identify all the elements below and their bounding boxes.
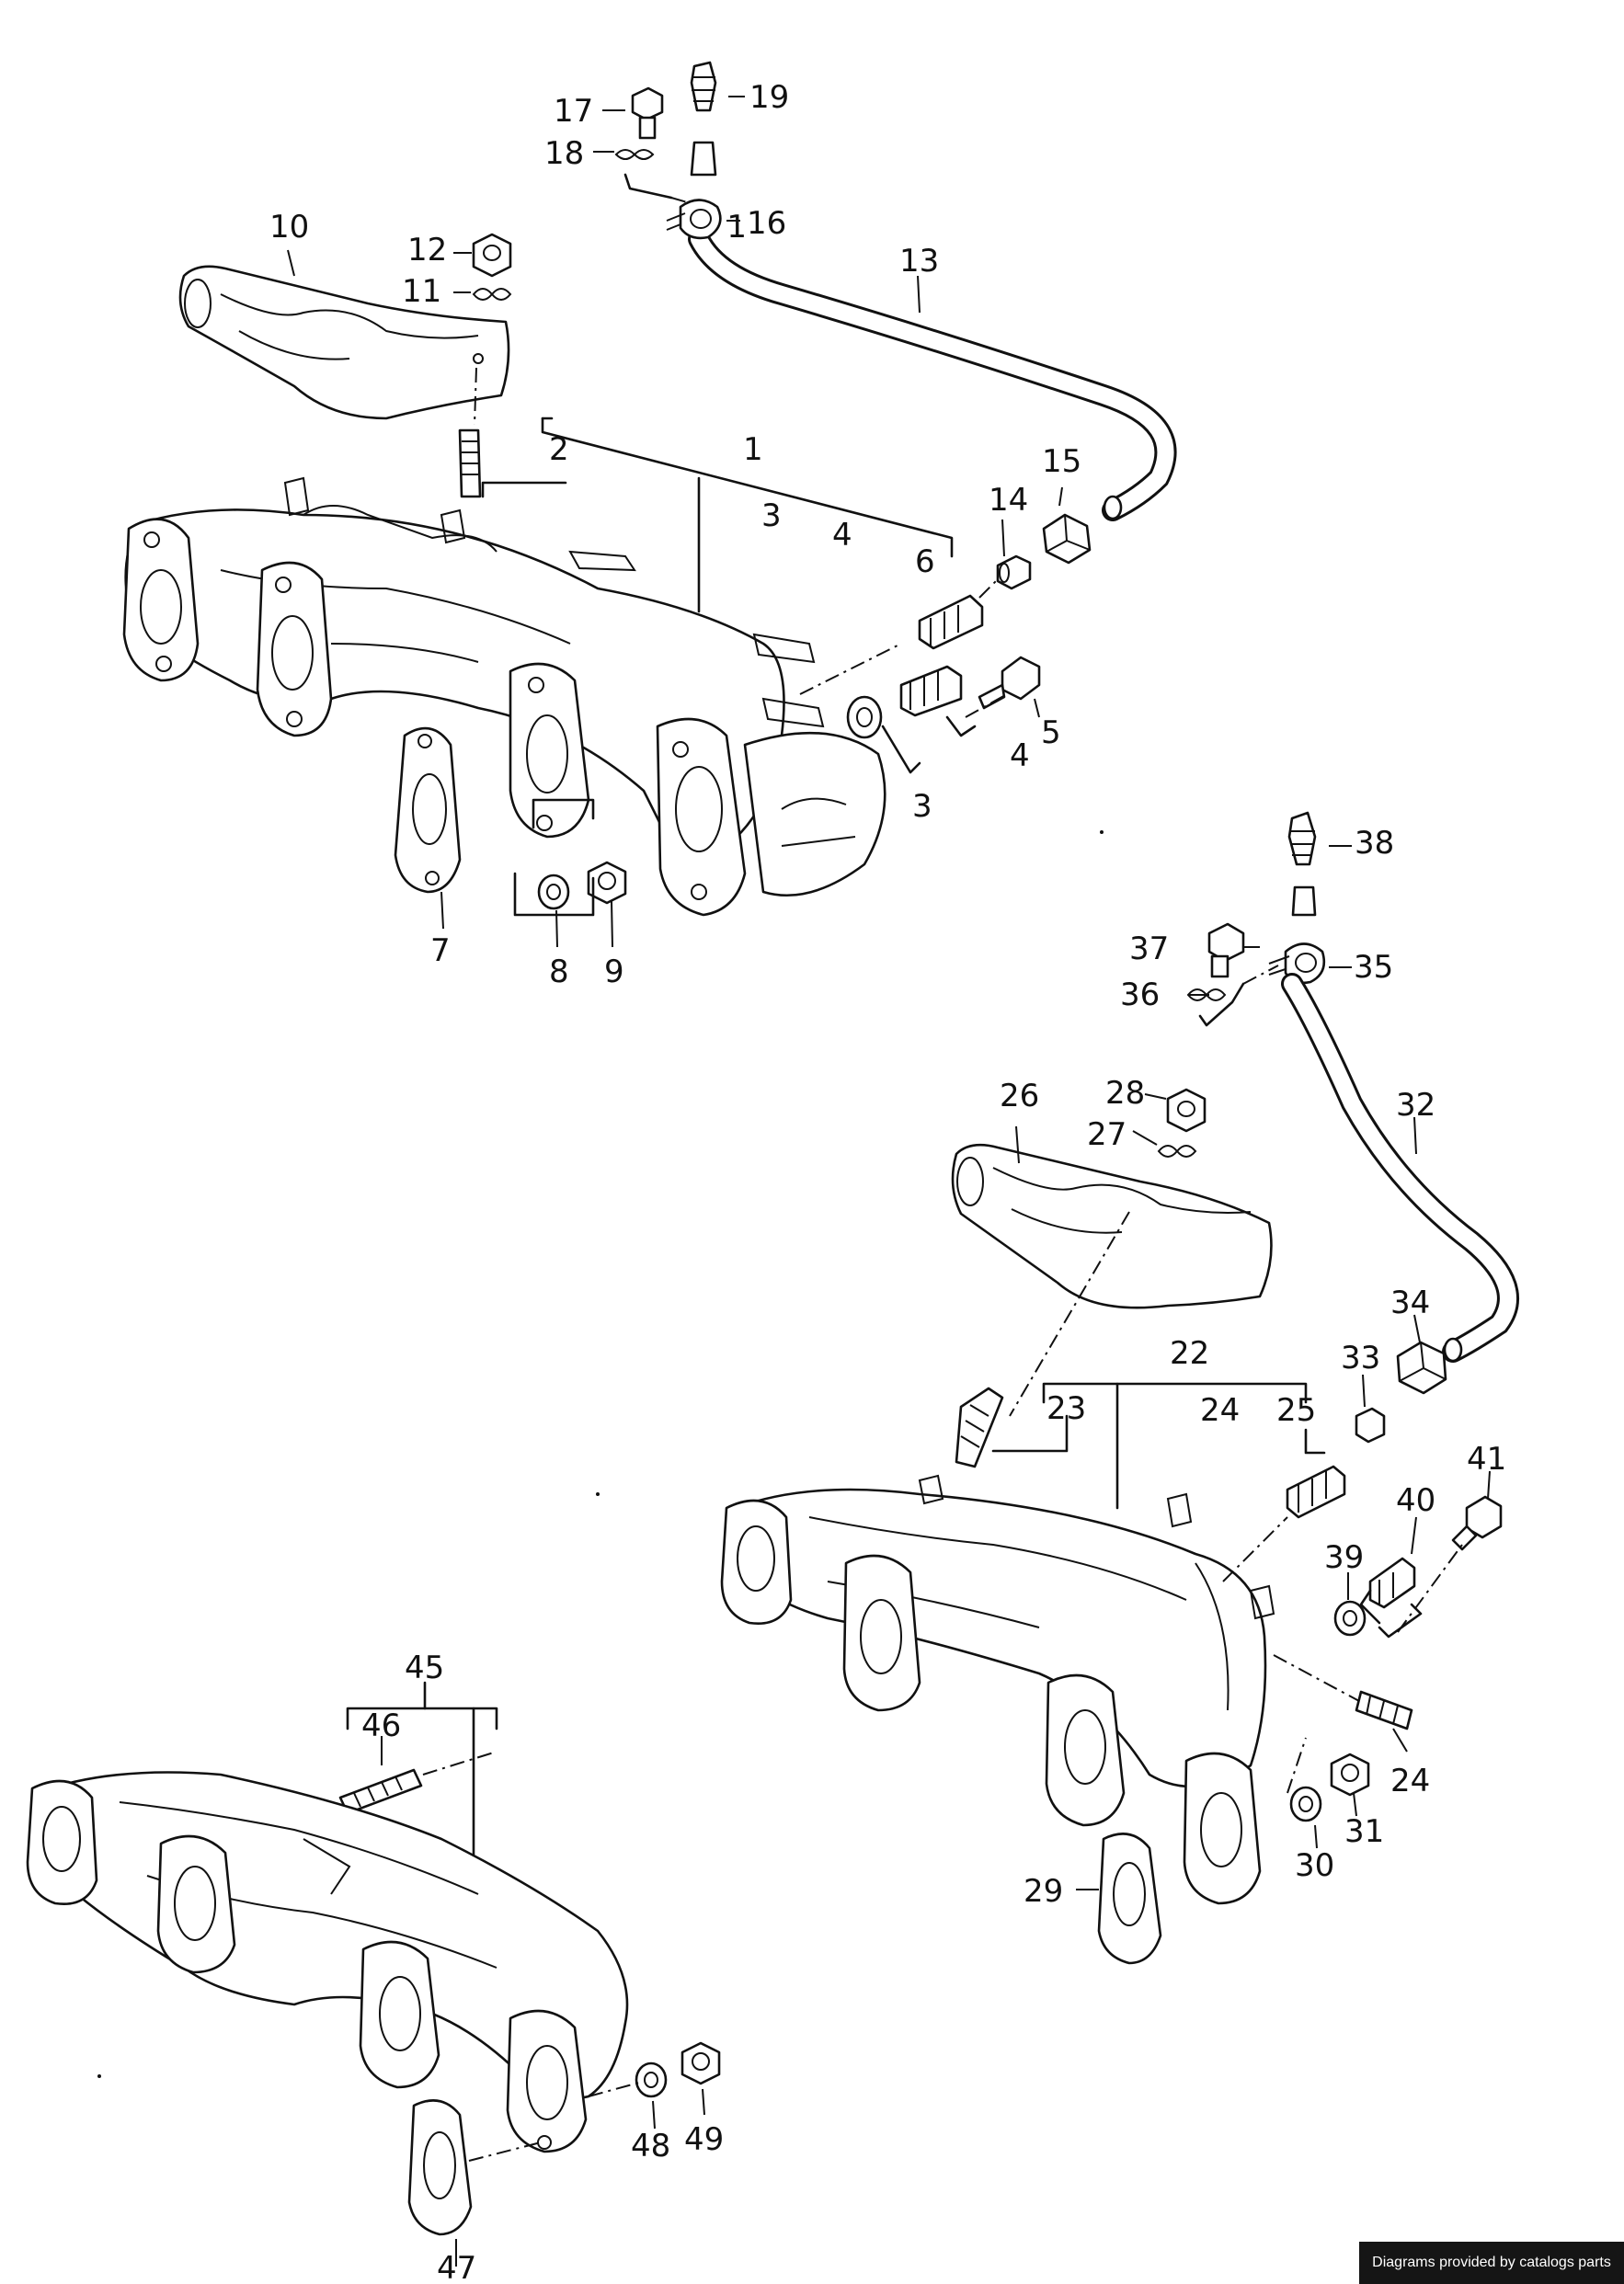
union-40 xyxy=(1368,1557,1416,1609)
union-25 xyxy=(1286,1465,1346,1519)
callout-2: 2 xyxy=(549,431,569,468)
credit-badge: Diagrams provided by catalogs parts xyxy=(1359,2242,1624,2284)
callout-31: 31 xyxy=(1344,1813,1384,1850)
stud-24 xyxy=(1355,1690,1413,1730)
callout-47: 47 xyxy=(437,2250,476,2284)
pipe-13 xyxy=(688,228,1177,521)
callout-39: 39 xyxy=(1324,1539,1364,1576)
connector-19 xyxy=(690,61,717,112)
bolt-41 xyxy=(1451,1495,1503,1551)
callout-25: 25 xyxy=(1276,1392,1316,1429)
adapter-14 xyxy=(996,554,1032,590)
callout-28: 28 xyxy=(1105,1075,1145,1112)
nut-31 xyxy=(1330,1753,1370,1797)
gasket-29 xyxy=(1097,1833,1162,1965)
callout-11: 11 xyxy=(402,273,441,310)
nut-12 xyxy=(472,233,512,278)
washer-8 xyxy=(537,874,570,910)
callout-46: 46 xyxy=(361,1707,401,1744)
stud xyxy=(458,428,482,498)
callout-24: 24 xyxy=(1200,1392,1240,1429)
adapter-33 xyxy=(1355,1407,1386,1444)
callout-5: 5 xyxy=(1041,714,1061,751)
washer-3 xyxy=(846,695,883,739)
callout-3: 3 xyxy=(912,788,932,825)
callout-23: 23 xyxy=(1046,1390,1086,1427)
exhaust-manifold-22 xyxy=(720,1474,1275,1905)
pipe-32 xyxy=(1281,973,1519,1363)
washer-18 xyxy=(614,149,655,160)
callout-35: 35 xyxy=(1354,949,1393,986)
heat-shield-10 xyxy=(178,265,510,420)
exhaust-manifold-45 xyxy=(26,1771,629,2153)
washer-39 xyxy=(1333,1600,1367,1637)
callout-24: 24 xyxy=(1390,1763,1430,1799)
callout-45: 45 xyxy=(405,1650,444,1686)
washer-36 xyxy=(1186,988,1227,1001)
union-4 xyxy=(899,665,963,717)
callout-26: 26 xyxy=(1000,1078,1039,1114)
callout-38: 38 xyxy=(1355,825,1394,862)
bolt-17 xyxy=(631,86,664,140)
nut-49 xyxy=(680,2041,721,2085)
washer-11 xyxy=(472,288,512,301)
union-6 xyxy=(918,594,984,650)
nut-34 xyxy=(1396,1341,1447,1395)
stud-46 xyxy=(338,1768,423,1815)
heat-shield-26 xyxy=(951,1143,1273,1309)
callout-12: 12 xyxy=(407,232,447,268)
gasket-47 xyxy=(407,2099,473,2236)
callout-15: 15 xyxy=(1042,443,1081,480)
callout-30: 30 xyxy=(1295,1847,1334,1884)
washer-30 xyxy=(1289,1786,1322,1822)
callout-40: 40 xyxy=(1396,1482,1435,1519)
callout-6: 6 xyxy=(915,543,935,580)
callout-19: 19 xyxy=(749,79,789,116)
bolt-37 xyxy=(1207,922,1245,978)
callout-37: 37 xyxy=(1129,931,1169,967)
callout-7: 7 xyxy=(430,932,451,969)
callout-41: 41 xyxy=(1467,1441,1506,1478)
callout-33: 33 xyxy=(1341,1340,1380,1376)
callout-27: 27 xyxy=(1087,1116,1127,1153)
callout-49: 49 xyxy=(684,2121,724,2158)
connector-38 xyxy=(1287,811,1317,866)
callout-17: 17 xyxy=(554,93,593,130)
callout-4: 4 xyxy=(832,517,852,554)
callout-36: 36 xyxy=(1120,976,1160,1013)
washer-27 xyxy=(1157,1145,1197,1158)
callout-3: 3 xyxy=(761,497,782,534)
callout-8: 8 xyxy=(549,954,569,990)
callout-34: 34 xyxy=(1390,1285,1430,1321)
callout-13: 13 xyxy=(899,243,939,280)
callout-4: 4 xyxy=(1010,737,1030,774)
clip-35 xyxy=(1268,942,1326,985)
callout-48: 48 xyxy=(631,2128,670,2164)
nut-9 xyxy=(587,861,627,905)
callout-1: 1 xyxy=(743,431,763,468)
callout-22: 22 xyxy=(1170,1335,1209,1372)
clip-16 xyxy=(666,199,722,240)
callout-1: 1 xyxy=(726,209,747,246)
bolt-5 xyxy=(978,656,1041,710)
gasket-7 xyxy=(394,726,462,894)
nut-28 xyxy=(1166,1088,1207,1133)
callout-32: 32 xyxy=(1396,1087,1435,1124)
callout-14: 14 xyxy=(989,482,1028,519)
callout-10: 10 xyxy=(269,209,309,246)
callout-16: 16 xyxy=(747,205,786,242)
callout-18: 18 xyxy=(544,135,584,172)
exhaust-manifold-1 xyxy=(122,476,886,917)
stud-23 xyxy=(955,1387,1004,1468)
callout-9: 9 xyxy=(604,954,624,990)
nut-15 xyxy=(1042,513,1092,565)
callout-29: 29 xyxy=(1024,1873,1063,1910)
washer-48 xyxy=(635,2061,668,2098)
